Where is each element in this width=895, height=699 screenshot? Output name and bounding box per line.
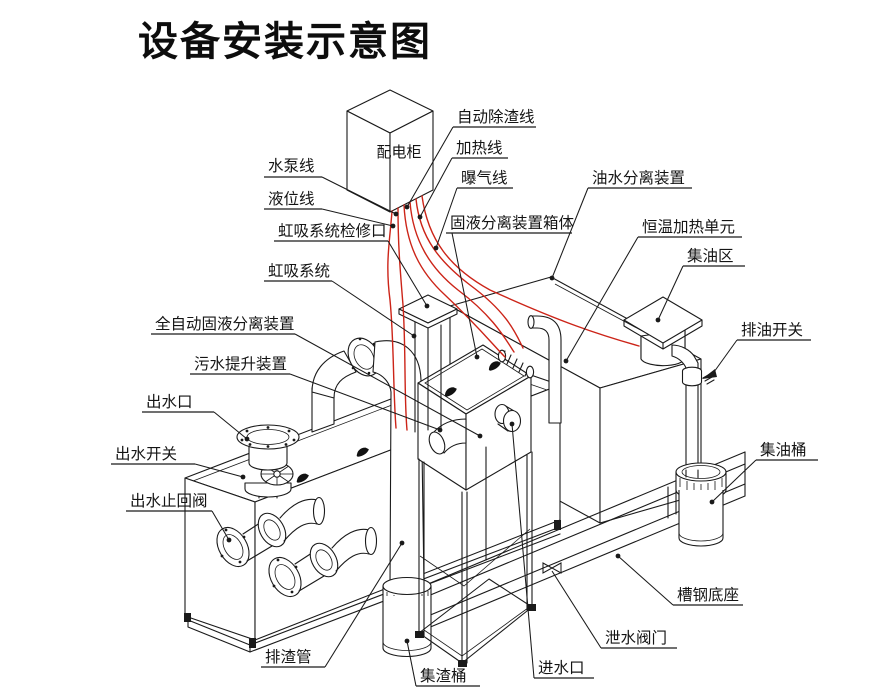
- tank-foot: [249, 638, 256, 648]
- label-outlet-switch: 出水开关: [115, 445, 177, 463]
- leader-line: [406, 126, 454, 208]
- label-water-inlet: 进水口: [538, 659, 585, 677]
- tank-foot: [554, 520, 561, 530]
- oil-area-plate-edge: [623, 319, 703, 350]
- label-auto-slag-line: 自动除渣线: [457, 108, 535, 126]
- callout-oil-collection-area: 集油区: [655, 247, 745, 323]
- label-auto-solid-liquid-separator: 全自动固液分离装置: [155, 315, 295, 333]
- label-outlet-check-valve: 出水止回阀: [130, 492, 208, 510]
- callout-slag-bucket: 集渣桶: [404, 638, 480, 687]
- label-solid-liquid-box: 固液分离装置箱体: [450, 214, 575, 232]
- label-drain-valve: 泄水阀门: [605, 629, 667, 647]
- tank-foot: [184, 613, 191, 622]
- callout-liquid-level-line: 液位线: [264, 190, 396, 229]
- cable-aeration: [409, 201, 515, 353]
- callout-solid-liquid-box: 固液分离装置箱体: [446, 214, 575, 360]
- label-oil-collection-bucket: 集油桶: [760, 441, 807, 459]
- thin-connector-pipe: [527, 315, 562, 424]
- cable-liquid-level: [397, 207, 408, 431]
- power-cabinet: 配电柜: [346, 89, 434, 213]
- leader-arrow: [702, 369, 717, 379]
- callout-drain-valve: 泄水阀门: [542, 562, 677, 649]
- callout-auto-solid-liquid-separator: 全自动固液分离装置: [151, 315, 483, 439]
- callout-thermostat-heating-unit: 恒温加热单元: [563, 218, 742, 364]
- label-oil-drain-switch: 排油开关: [741, 321, 803, 339]
- access-hatch-edge: [398, 308, 458, 329]
- label-oil-water-separator: 油水分离装置: [592, 169, 685, 187]
- cable-slag: [403, 204, 506, 358]
- callouts: 自动除渣线 加热线 曝气线 固液分离装置箱体 水泵线: [111, 108, 818, 687]
- cable-pump2: [415, 198, 524, 349]
- label-thermostat-heating-unit: 恒温加热单元: [642, 218, 735, 236]
- callout-slag-discharge-pipe: 排渣管: [261, 540, 405, 668]
- inlet-stub: [494, 403, 522, 433]
- cabinet-label: 配电柜: [376, 144, 421, 161]
- callout-water-outlet: 出水口: [142, 393, 250, 442]
- callout-heating-line: 加热线: [417, 139, 508, 220]
- callout-aeration-line: 曝气线: [433, 169, 513, 251]
- support-stand: [415, 446, 536, 667]
- cable-water-pump: [387, 210, 397, 429]
- callout-sewage-lift-device: 污水提升装置: [190, 355, 443, 433]
- label-oil-collection-area: 集油区: [687, 247, 734, 265]
- outlet-flange: [236, 424, 300, 450]
- oil-drain-valve: [681, 371, 703, 387]
- callout-outlet-switch: 出水开关: [111, 445, 246, 480]
- cable-heating: [421, 195, 640, 347]
- label-heating-line: 加热线: [456, 139, 503, 157]
- page-title: 设备安装示意图: [138, 19, 432, 64]
- label-liquid-level-line: 液位线: [268, 190, 315, 208]
- callout-oil-water-separator: 油水分离装置: [549, 169, 692, 281]
- callout-siphon-system: 虹吸系统: [264, 262, 417, 339]
- oil-collection-bucket-shape: [675, 462, 727, 547]
- outlet-valve-assembly: [236, 424, 300, 499]
- callout-channel-steel-base: 槽钢底座: [615, 553, 743, 606]
- label-aeration-line: 曝气线: [461, 169, 508, 187]
- callout-outlet-check-valve: 出水止回阀: [126, 492, 232, 543]
- cabinet-front-face: [389, 110, 434, 213]
- power-cables: [387, 195, 640, 431]
- transfer-pipe-cap: [428, 431, 446, 455]
- drain-valve-symbol: [542, 562, 562, 574]
- siphon-column: [398, 294, 458, 433]
- separation-box-section: [311, 294, 562, 667]
- label-water-pump-line: 水泵线: [268, 157, 315, 175]
- label-slag-discharge-pipe: 排渣管: [265, 648, 312, 666]
- callout-auto-slag-line: 自动除渣线: [404, 108, 536, 210]
- label-water-outlet: 出水口: [146, 393, 193, 411]
- label-siphon-system: 虹吸系统: [268, 262, 330, 280]
- callout-water-inlet: 进水口: [509, 421, 594, 679]
- label-channel-steel-base: 槽钢底座: [677, 586, 739, 604]
- callout-oil-collection-bucket: 集油桶: [709, 441, 818, 505]
- label-slag-bucket: 集渣桶: [420, 667, 467, 685]
- callout-oil-drain-switch: 排油开关: [702, 321, 811, 379]
- label-sewage-lift-device: 污水提升装置: [194, 355, 287, 373]
- callout-siphon-access-port: 虹吸系统检修口: [274, 222, 430, 309]
- leader-dot: [404, 204, 410, 210]
- oil-drain-assembly: [671, 344, 727, 547]
- label-siphon-access-port: 虹吸系统检修口: [278, 222, 387, 240]
- callout-water-pump-line: 水泵线: [264, 157, 399, 217]
